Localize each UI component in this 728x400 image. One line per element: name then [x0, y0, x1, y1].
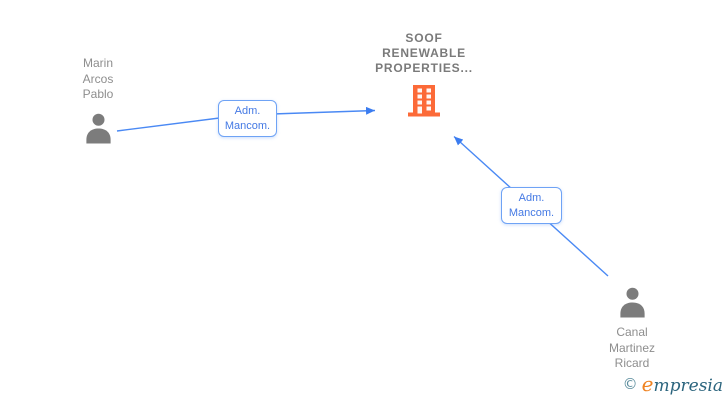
- relation-label-adm-mancom-left[interactable]: Adm. Mancom.: [218, 100, 277, 137]
- person-name-line: Pablo: [82, 87, 114, 101]
- person-name-line: Canal: [616, 325, 648, 339]
- person-node-canal-martinez-ricard[interactable]: Canal Martinez Ricard: [592, 285, 672, 372]
- company-name-line: RENEWABLE: [382, 46, 466, 60]
- company-name: SOOF RENEWABLE PROPERTIES...: [352, 31, 496, 76]
- relation-label-line: Adm.: [234, 105, 261, 117]
- person-name-line: Arcos: [82, 71, 114, 86]
- relation-label-line: Adm.: [518, 192, 545, 204]
- copyright-icon: ©: [622, 375, 638, 393]
- company-name-line: SOOF: [405, 31, 443, 45]
- company-name-line: PROPERTIES...: [375, 61, 473, 75]
- person-name: Marin Arcos Pablo: [58, 56, 138, 103]
- relation-label-adm-mancom-right[interactable]: Adm. Mancom.: [501, 187, 562, 224]
- person-name: Canal Martinez Ricard: [592, 325, 672, 372]
- person-node-marin-arcos-pablo[interactable]: Marin Arcos Pablo: [58, 56, 138, 144]
- person-icon: [619, 287, 645, 318]
- building-icon: [408, 85, 440, 117]
- person-name-line: Marin: [82, 56, 113, 70]
- person-icon: [85, 113, 111, 143]
- company-node-soof-renewable-properties[interactable]: SOOF RENEWABLE PROPERTIES...: [352, 31, 496, 117]
- person-name-line: Martinez: [608, 340, 655, 355]
- brand-lead-letter: e: [641, 372, 654, 396]
- relation-label-line: Mancom.: [508, 207, 555, 219]
- empresia-logo[interactable]: ©empresia: [623, 372, 723, 396]
- person-name-line: Ricard: [614, 356, 650, 370]
- brand-name: mpresia: [653, 376, 724, 396]
- relation-label-line: Mancom.: [224, 120, 271, 132]
